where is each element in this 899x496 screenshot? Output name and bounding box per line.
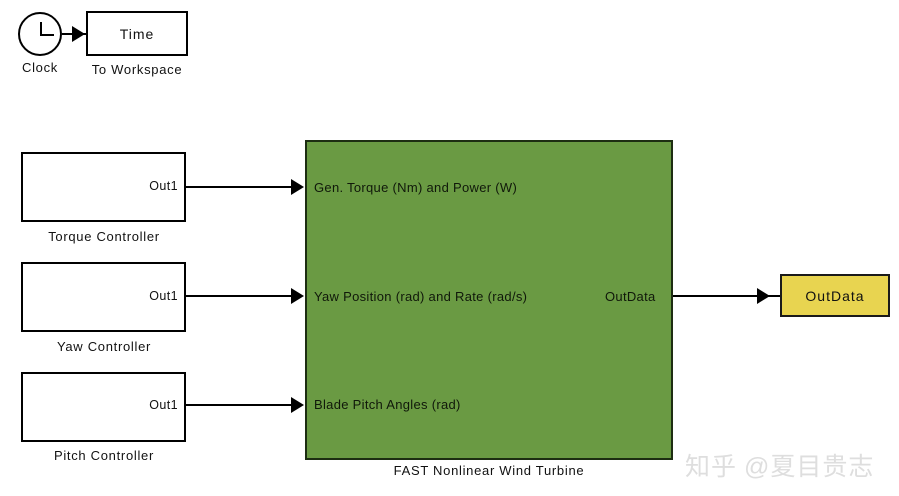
- wire-plant-to-outdata: [673, 295, 782, 297]
- to-workspace-block[interactable]: [86, 11, 188, 56]
- yaw-controller-caption: Yaw Controller: [56, 339, 152, 354]
- plant-input-label-blade-pitch: Blade Pitch Angles (rad): [314, 397, 461, 412]
- outdata-sink-body-label: OutData: [805, 287, 865, 304]
- pitch-controller-out1-port: Out1: [149, 398, 178, 412]
- watermark-handle: @夏目贵志: [744, 453, 875, 481]
- clock-hand-minute: [40, 22, 42, 36]
- torque-controller-caption: Torque Controller: [48, 229, 160, 244]
- fast-wind-turbine-caption: FAST Nonlinear Wind Turbine: [393, 463, 585, 478]
- outdata-sink-block[interactable]: [780, 274, 890, 317]
- fast-wind-turbine-block[interactable]: [305, 140, 673, 460]
- watermark: 知乎 @夏目贵志: [685, 447, 874, 483]
- wire-pitch-to-plant: [186, 404, 294, 406]
- plant-input-label-gen-torque: Gen. Torque (Nm) and Power (W): [314, 180, 518, 195]
- arrowhead-clock-to-workspace: [72, 26, 85, 42]
- yaw-controller-out1-port: Out1: [149, 289, 178, 303]
- watermark-logo: 知乎: [685, 453, 738, 481]
- clock-caption: Clock: [21, 60, 58, 75]
- torque-controller-block[interactable]: [21, 152, 186, 222]
- plant-output-label-outdata: OutData: [605, 289, 656, 304]
- clock-icon[interactable]: [18, 12, 62, 56]
- wire-torque-to-plant: [186, 186, 294, 188]
- torque-controller-out1-port: Out1: [149, 179, 178, 193]
- pitch-controller-caption: Pitch Controller: [53, 448, 155, 463]
- yaw-controller-block[interactable]: [21, 262, 186, 332]
- clock-hand-hour: [40, 34, 54, 36]
- wire-yaw-to-plant: [186, 295, 294, 297]
- arrowhead-plant-to-outdata: [757, 288, 770, 304]
- pitch-controller-block[interactable]: [21, 372, 186, 442]
- to-workspace-body-label: Time: [119, 25, 155, 42]
- arrowhead-pitch-to-plant: [291, 397, 304, 413]
- plant-input-label-yaw-position: Yaw Position (rad) and Rate (rad/s): [314, 289, 528, 304]
- arrowhead-torque-to-plant: [291, 179, 304, 195]
- arrowhead-yaw-to-plant: [291, 288, 304, 304]
- to-workspace-caption: To Workspace: [91, 62, 183, 77]
